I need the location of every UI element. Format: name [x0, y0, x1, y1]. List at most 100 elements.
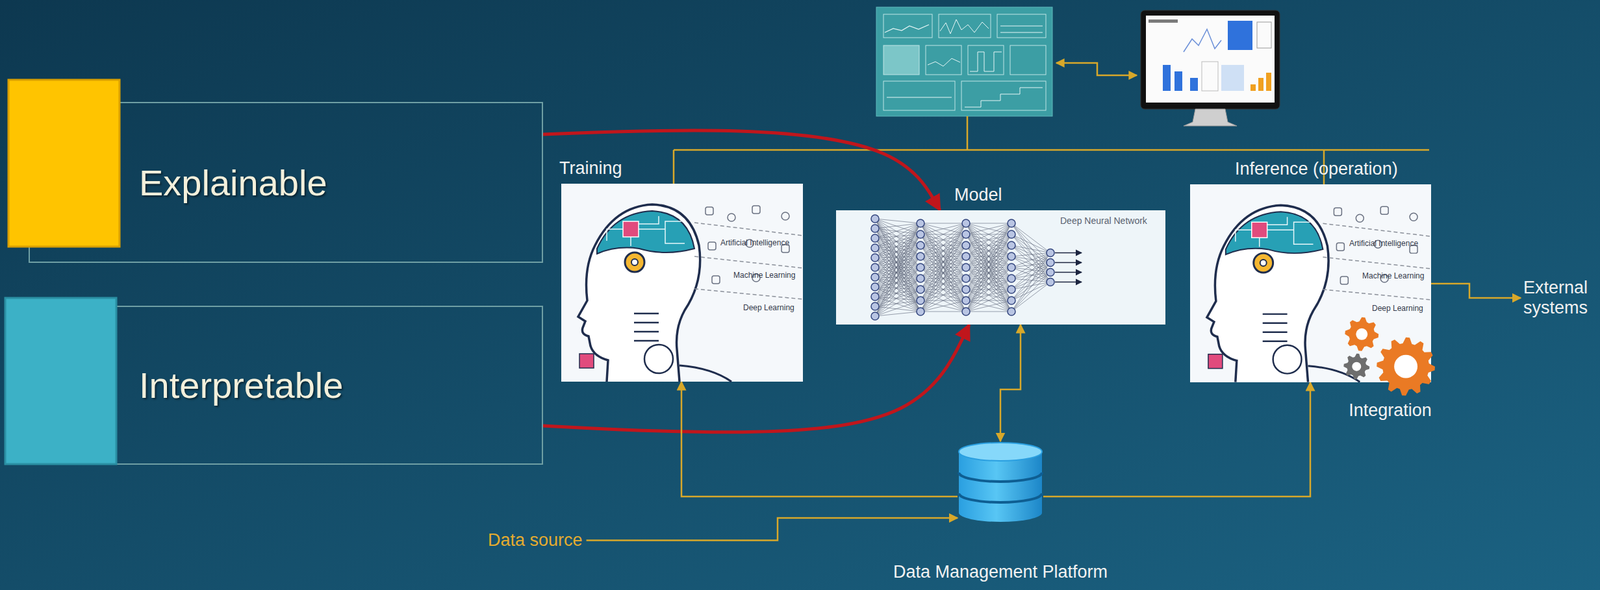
data-source-node: Data source [487, 530, 583, 551]
line-shape [1262, 313, 1288, 316]
line-shape [875, 311, 921, 317]
circle-shape [1046, 278, 1055, 287]
line-shape [1011, 245, 1051, 254]
path-shape [679, 365, 732, 382]
circle-shape [871, 215, 879, 223]
line-shape [965, 234, 1012, 312]
line-shape [920, 256, 966, 312]
polyline-shape [964, 87, 1043, 108]
line-shape [875, 267, 921, 269]
line-shape [875, 234, 921, 307]
line-shape [920, 223, 966, 257]
concept-label: Explainable [139, 161, 328, 204]
path-shape [1206, 205, 1329, 382]
line-shape [875, 256, 921, 297]
line-shape [875, 218, 921, 301]
rect-shape [938, 14, 991, 38]
circle-shape [1007, 219, 1016, 228]
line-shape [920, 223, 966, 290]
polyline-shape [1183, 29, 1222, 52]
line-shape [920, 289, 966, 312]
circle-shape [1046, 259, 1055, 267]
illustration-caption: Deep Learning [1371, 304, 1424, 314]
line-shape [875, 245, 921, 278]
line-shape [965, 300, 1012, 312]
circle-shape [1007, 252, 1016, 261]
circle-shape [1394, 355, 1418, 379]
g-shape [1322, 223, 1432, 301]
circle-shape [871, 244, 879, 253]
circle-shape [871, 273, 879, 282]
line-shape [920, 223, 966, 279]
line-shape [965, 234, 1012, 312]
line-shape [920, 223, 966, 235]
path-shape [1344, 317, 1379, 352]
rect-shape [1140, 10, 1280, 110]
circle-shape [962, 252, 970, 261]
circle-shape [871, 302, 879, 311]
stage-heading: Model [954, 184, 1003, 206]
ai-head-illustration [1190, 184, 1432, 383]
line-shape [875, 267, 921, 307]
line-shape [1011, 272, 1051, 313]
circle-shape [1046, 268, 1055, 277]
line-shape [965, 278, 1012, 312]
line-shape [965, 223, 1012, 235]
circle-shape [1007, 296, 1016, 305]
circle-shape [871, 283, 879, 292]
path-shape [958, 472, 1042, 483]
network-caption: Deep Neural Network [1060, 215, 1148, 227]
teal-square [5, 298, 117, 465]
rect-shape [967, 45, 1004, 75]
rect-shape [1258, 77, 1264, 91]
circle-shape [631, 259, 638, 266]
circle-shape [1260, 259, 1267, 267]
line-shape [920, 267, 966, 312]
data-flow-arrow [1000, 324, 1021, 442]
rect-shape [997, 14, 1046, 38]
line-shape [634, 340, 659, 343]
circle-shape [962, 230, 970, 239]
model-panel: ModelDeep Neural Network [836, 210, 1166, 325]
line-shape [1011, 253, 1051, 302]
line-shape [1054, 281, 1082, 284]
path-shape [958, 493, 1042, 503]
line-shape [1011, 272, 1051, 280]
circle-shape [916, 274, 925, 283]
path-shape [1183, 109, 1237, 127]
line-shape [694, 222, 803, 236]
g-shape [694, 222, 803, 300]
rect-shape [1336, 242, 1345, 251]
circle-shape [916, 263, 925, 272]
rect-shape [1340, 276, 1348, 285]
line-shape [965, 300, 1012, 312]
circle-shape [871, 263, 879, 272]
line-shape [1322, 289, 1432, 301]
path-shape [606, 216, 685, 247]
line-shape [875, 218, 921, 246]
stage-heading: Training [559, 157, 623, 179]
line-shape [1000, 25, 1043, 27]
g-shape [875, 218, 1051, 317]
line-shape [875, 278, 921, 317]
circle-shape [962, 219, 970, 228]
line-shape [965, 223, 1012, 257]
rect-shape [708, 242, 716, 251]
line-shape [694, 256, 803, 269]
line-shape [920, 223, 966, 290]
line-shape [965, 223, 1012, 246]
circle-shape [1007, 230, 1016, 239]
rect-shape [961, 81, 1046, 111]
line-shape [875, 256, 921, 307]
line-shape [634, 313, 659, 316]
line-shape [920, 234, 966, 312]
line-shape [965, 223, 1012, 268]
rect-shape [1010, 45, 1046, 75]
line-shape [634, 331, 659, 334]
line-shape [1011, 263, 1051, 291]
gear-label: Integration [1348, 400, 1432, 421]
line-shape [920, 223, 966, 246]
rect-shape [1266, 72, 1272, 91]
